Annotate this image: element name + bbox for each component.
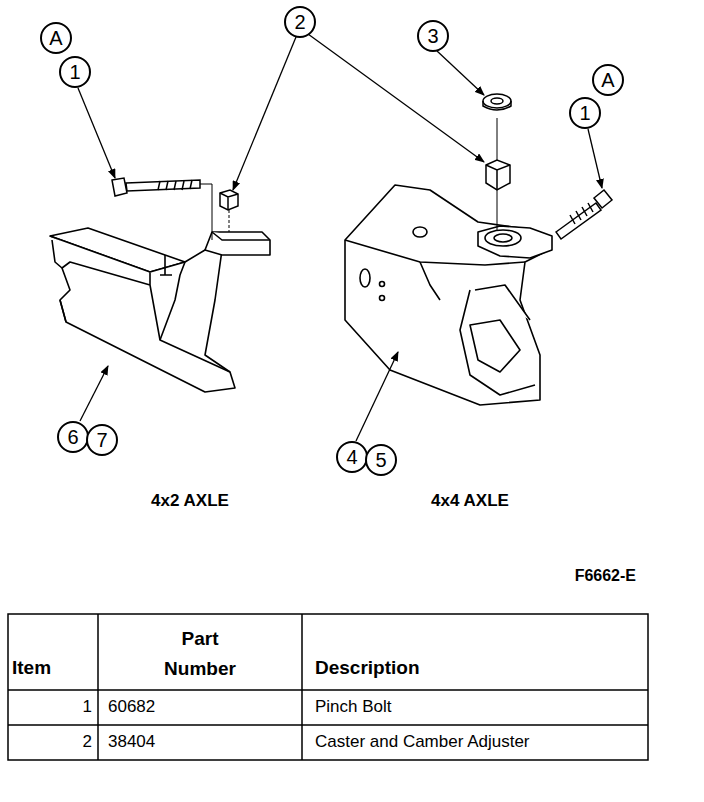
pinch-bolt-4x4 xyxy=(556,190,612,239)
drawing-part xyxy=(200,184,212,240)
callout-number: 3 xyxy=(427,26,438,46)
table-cell: Caster and Camber Adjuster xyxy=(315,732,530,752)
drawing-part xyxy=(345,185,545,405)
callout-circle: 7 xyxy=(86,424,118,456)
callout-circle: A xyxy=(592,64,624,96)
drawing-part xyxy=(556,203,601,239)
drawing-part xyxy=(78,88,115,178)
drawing-part xyxy=(420,262,535,395)
table-header: Item xyxy=(12,657,51,679)
figure-code: F6662-E xyxy=(575,567,636,585)
callout-circle: 5 xyxy=(365,444,397,476)
table-cell: Pinch Bolt xyxy=(315,697,392,717)
callout-circle: 1 xyxy=(569,97,601,129)
adjuster-4x2 xyxy=(220,190,238,232)
table-cell: 2 xyxy=(83,732,92,752)
drawing-part xyxy=(220,193,238,210)
axle-caption: 4x4 AXLE xyxy=(431,491,509,511)
callout-number: 5 xyxy=(375,450,386,470)
callout-circle: 1 xyxy=(59,56,91,88)
callout-number: 4 xyxy=(346,447,357,467)
drawing-part xyxy=(212,232,270,240)
drawing-part xyxy=(160,255,172,275)
drawing-part xyxy=(494,234,512,242)
callout-circle: 4 xyxy=(336,441,368,473)
leader-lines xyxy=(78,34,602,441)
callout-number: 1 xyxy=(579,103,590,123)
drawing-part xyxy=(380,282,385,287)
table-header: Part Number xyxy=(145,624,255,684)
callout-number: 2 xyxy=(294,12,305,32)
drawing-part xyxy=(483,101,511,110)
parts-table xyxy=(8,614,648,760)
drawing-part xyxy=(380,296,385,301)
axle-caption: 4x2 AXLE xyxy=(151,491,229,511)
drawing-part xyxy=(52,240,66,322)
table-cell: 60682 xyxy=(108,697,155,717)
callout-circle: A xyxy=(40,22,72,54)
table-header: Description xyxy=(315,657,420,679)
callout-number: 6 xyxy=(67,427,78,447)
drawing-part xyxy=(491,98,503,104)
drawing-part xyxy=(50,236,235,392)
callout-number: A xyxy=(49,28,62,48)
drawing-part xyxy=(594,190,612,208)
drawing-part xyxy=(158,180,192,190)
drawing-part xyxy=(233,37,296,190)
drawing-part xyxy=(220,190,238,210)
table-cell: 1 xyxy=(83,697,92,717)
drawing-part xyxy=(229,210,230,232)
drawing-part xyxy=(588,129,602,188)
axle-4x4 xyxy=(345,185,552,405)
drawing-part xyxy=(356,352,398,441)
drawing-part xyxy=(160,262,185,340)
drawing-part xyxy=(205,232,270,255)
pinch-bolt-4x2 xyxy=(112,178,212,240)
drawing-part xyxy=(150,250,230,372)
drawing-part xyxy=(485,230,521,246)
drawing-part xyxy=(360,269,370,287)
drawing-part xyxy=(413,227,427,237)
drawing-part xyxy=(80,366,108,421)
callout-circle: 2 xyxy=(284,6,316,38)
drawing-part xyxy=(470,285,530,372)
callout-number: A xyxy=(601,70,614,90)
axle-4x2 xyxy=(50,228,270,392)
drawing-part xyxy=(478,226,552,258)
callout-circle: 3 xyxy=(417,20,449,52)
drawing-part xyxy=(8,614,648,760)
drawing-part xyxy=(437,51,484,95)
drawing-part xyxy=(486,165,510,190)
drawing-part xyxy=(112,178,127,196)
callout-number: 7 xyxy=(96,430,107,450)
callout-circle: 6 xyxy=(57,421,89,453)
drawing-part xyxy=(570,203,593,224)
drawing-part xyxy=(486,160,510,190)
drawing-part xyxy=(126,180,200,191)
drawing-part xyxy=(8,614,648,760)
drawing-part xyxy=(483,94,511,108)
adjuster-4x4 xyxy=(483,94,511,230)
callout-number: 1 xyxy=(69,62,80,82)
drawing-part xyxy=(308,34,484,162)
table-cell: 38404 xyxy=(108,732,155,752)
